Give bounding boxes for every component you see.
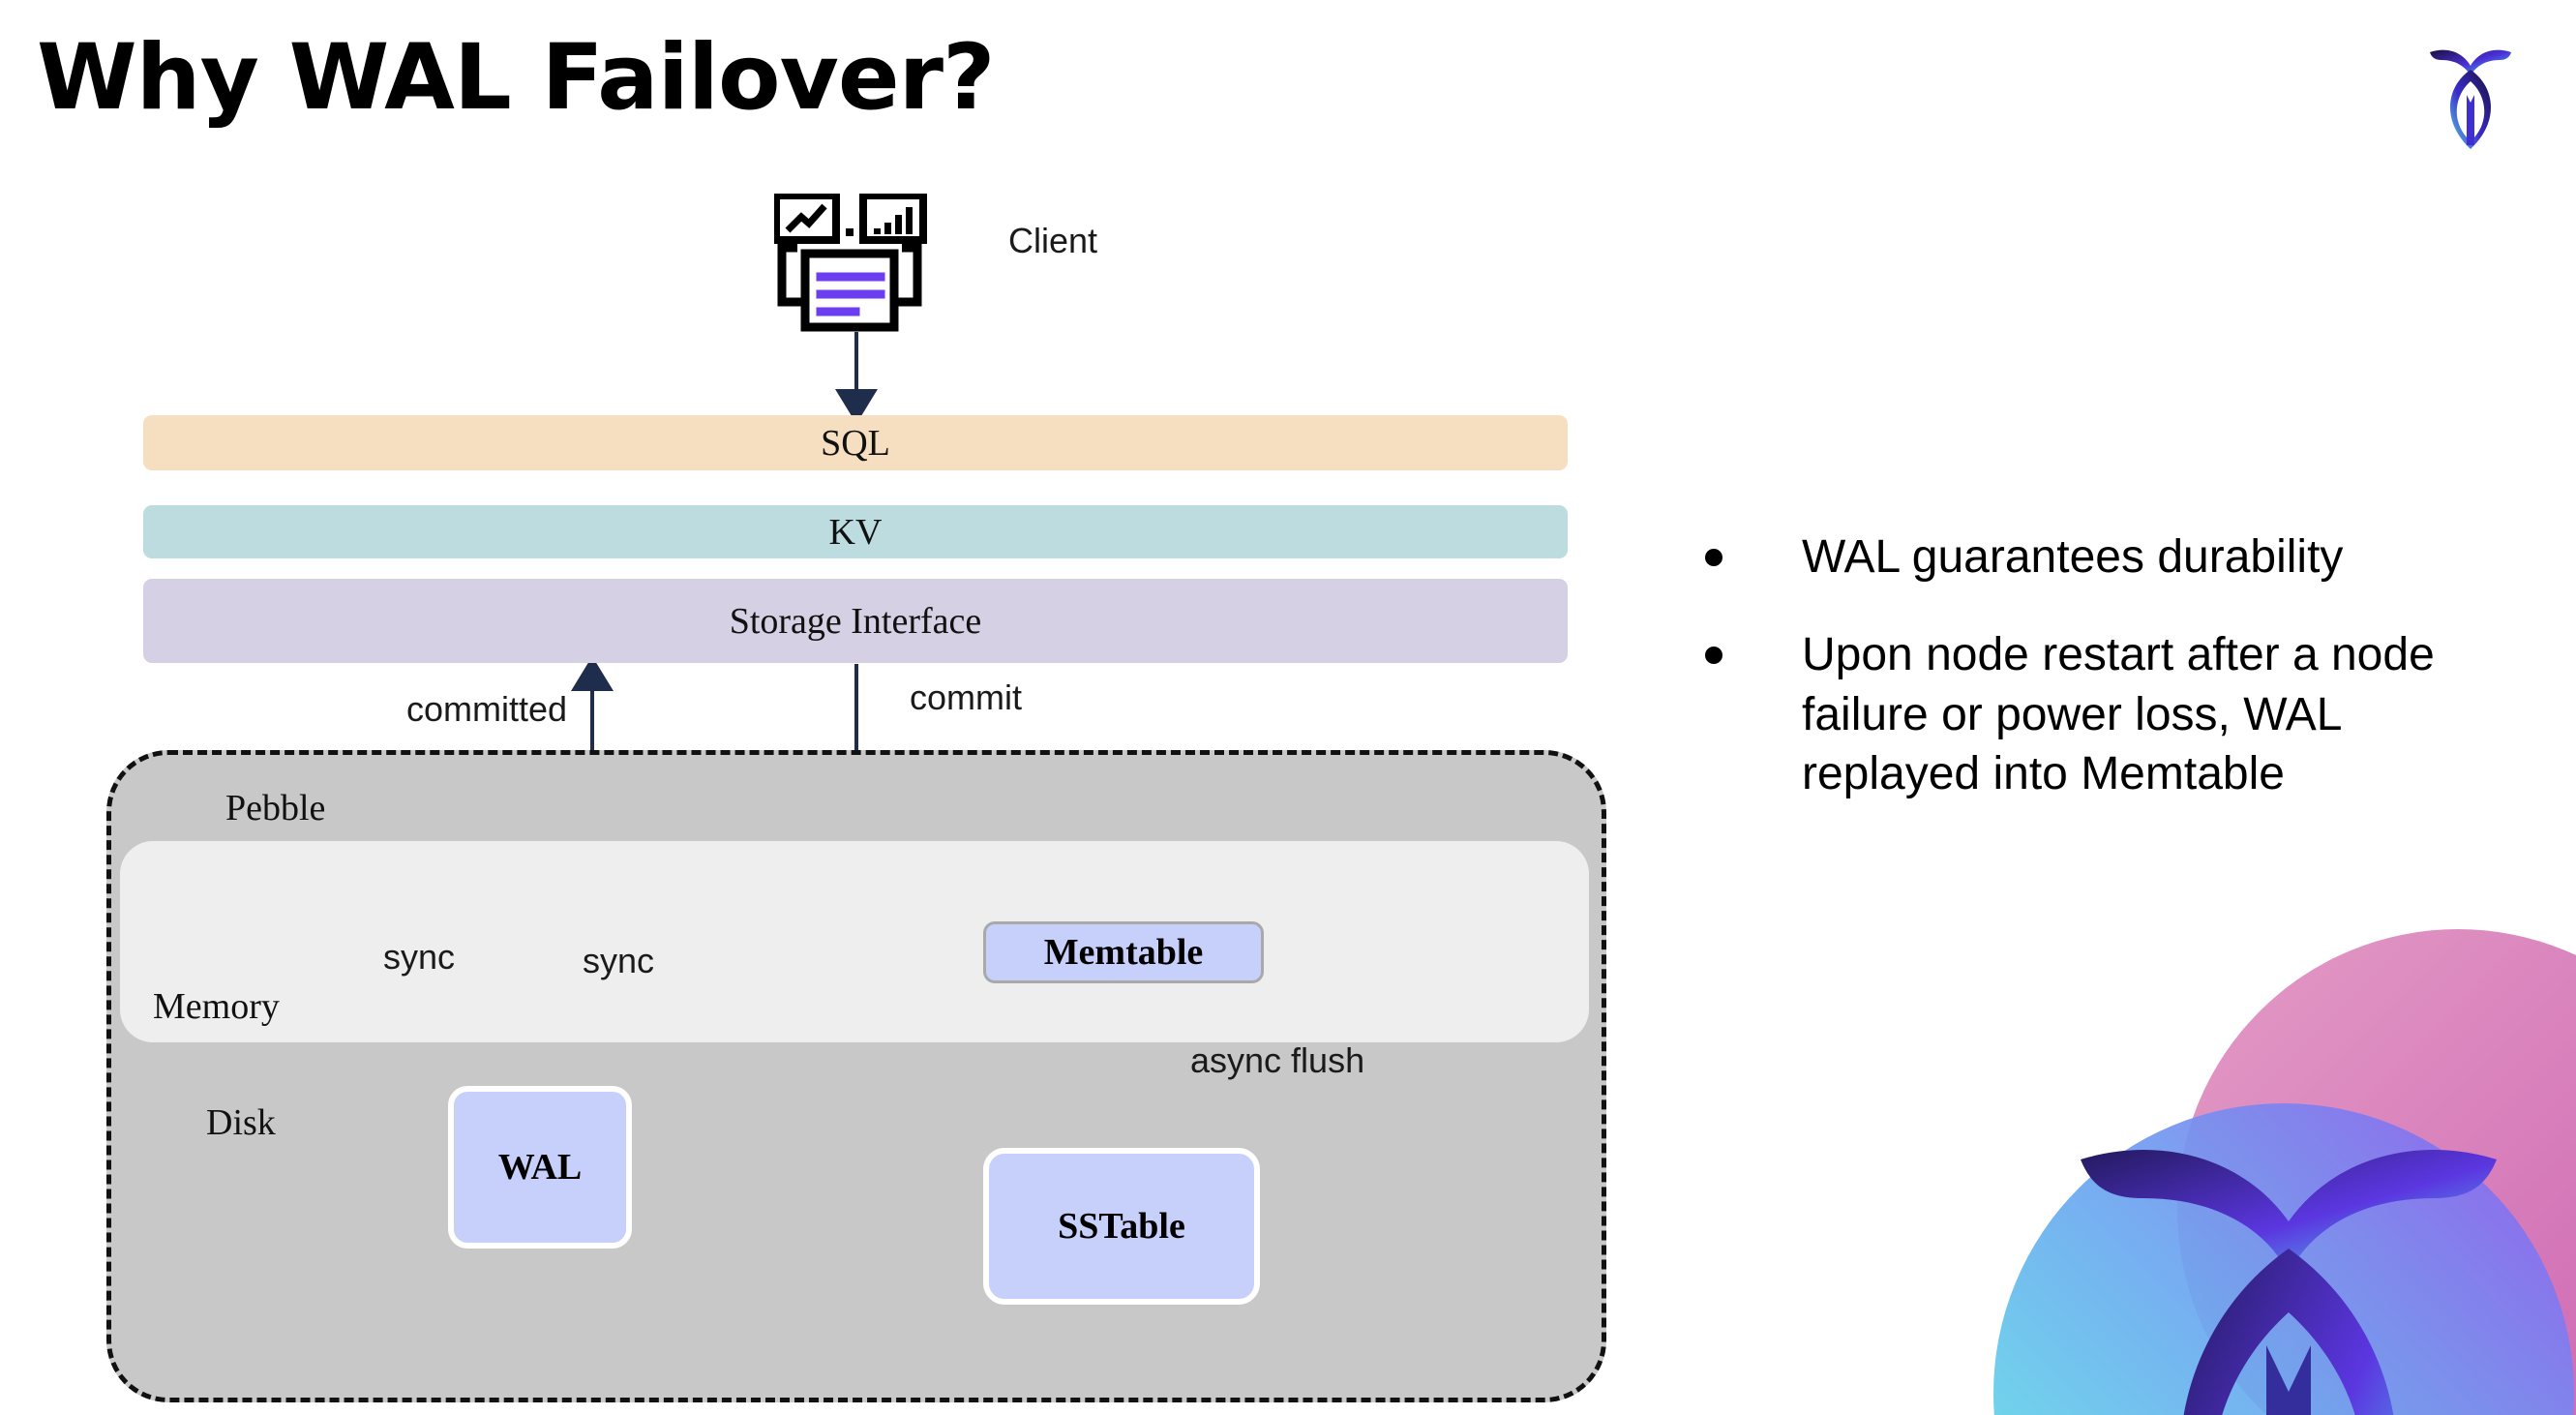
disk-label: Disk — [206, 1102, 276, 1143]
edge-label-committed: committed — [406, 689, 568, 729]
bullet-text: WAL guarantees durability — [1802, 531, 2344, 583]
bullet-text: Upon node restart after a node failure o… — [1802, 629, 2435, 800]
client-label: Client — [1008, 221, 1098, 260]
bullet-list: WAL guarantees durability Upon node rest… — [1705, 527, 2518, 843]
architecture-diagram: Client SQL KV Storage Interface Pebble M… — [106, 192, 1606, 1402]
page-title: Why WAL Failover? — [37, 25, 996, 131]
edge-label-sync-a: sync — [383, 937, 456, 977]
memory-label: Memory — [153, 986, 280, 1027]
bullet-dot-icon — [1705, 549, 1722, 566]
edge-label-commit: commit — [910, 677, 1022, 717]
memory-band — [120, 841, 1589, 1042]
node-wal[interactable]: WAL — [448, 1086, 632, 1249]
list-item: Upon node restart after a node failure o… — [1705, 625, 2518, 803]
cockroach-labs-watermark-icon — [1955, 929, 2576, 1415]
node-sstable[interactable]: SSTable — [983, 1148, 1260, 1305]
list-item: WAL guarantees durability — [1705, 527, 2518, 587]
layer-bar-kv[interactable]: KV — [143, 505, 1568, 558]
client-dashboard-icon — [772, 192, 929, 334]
pebble-label: Pebble — [225, 788, 326, 828]
layer-bar-storage-interface[interactable]: Storage Interface — [143, 579, 1568, 663]
cockroach-labs-logo-icon — [2416, 37, 2525, 155]
edge-label-sync-b: sync — [583, 941, 655, 980]
edge-label-async-flush: async flush — [1190, 1040, 1365, 1080]
layer-bar-sql[interactable]: SQL — [143, 415, 1568, 470]
node-memtable[interactable]: Memtable — [983, 921, 1264, 983]
bullet-dot-icon — [1705, 647, 1722, 665]
